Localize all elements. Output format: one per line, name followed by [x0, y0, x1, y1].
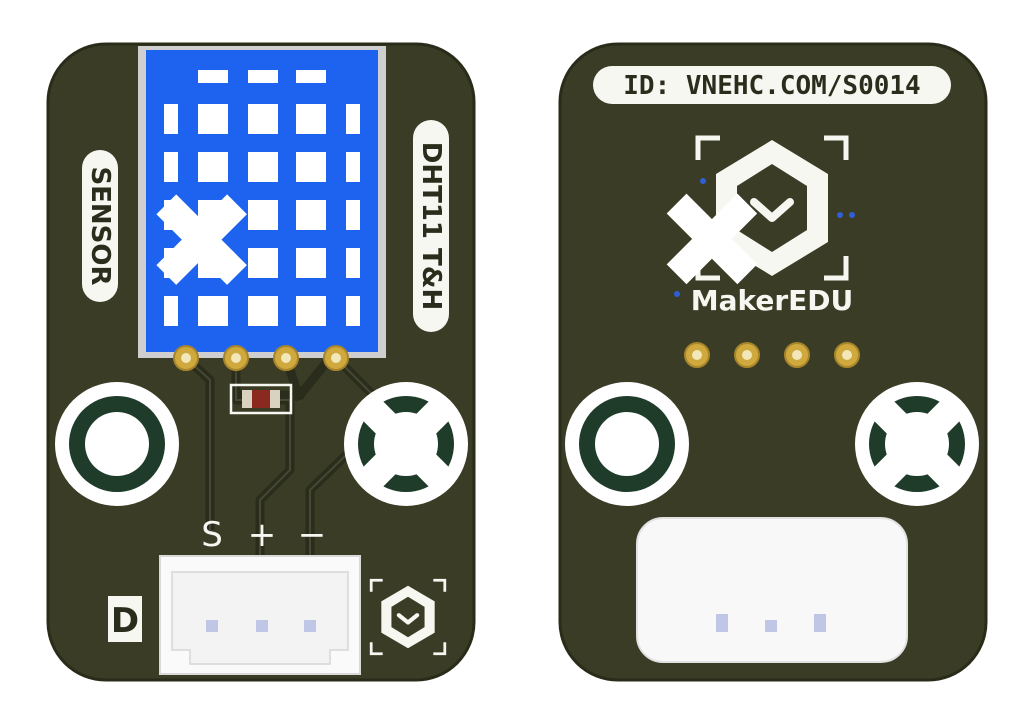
side-label: SENSOR: [85, 166, 115, 285]
vent-slot: [296, 104, 326, 134]
mounting-holes: [565, 193, 979, 506]
digital-badge: D: [108, 596, 142, 642]
vent-slot: [346, 248, 360, 278]
model-label: DHT11 T&H: [416, 142, 446, 310]
pad-hole: [281, 353, 291, 363]
pin-label-signal: S: [201, 515, 223, 555]
id-label: ID: VNEHC.COM/S0014: [623, 71, 920, 101]
mounting-hole-center: [85, 412, 149, 476]
vent-slot: [248, 200, 278, 230]
pad-hole: [331, 353, 341, 363]
vent-slot: [198, 152, 228, 182]
sensor-label-pill: SENSOR: [82, 150, 118, 302]
pad-hole: [842, 350, 852, 360]
vent-slot: [198, 70, 228, 83]
connector-back: [636, 517, 908, 663]
vent-slot: [346, 152, 360, 182]
back-board: ID: VNEHC.COM/S0014 MakerEDU: [558, 42, 988, 682]
jst-connector: [159, 555, 361, 675]
vent-slot: [198, 104, 228, 134]
pin-label-plus: +: [248, 515, 277, 555]
vent-slot: [296, 296, 326, 326]
pad-hole: [692, 350, 702, 360]
model-label-pill: DHT11 T&H: [413, 120, 449, 332]
vent-slot: [248, 296, 278, 326]
vent-slot: [248, 152, 278, 182]
pad-hole: [181, 353, 191, 363]
vent-slot: [346, 200, 360, 230]
pad-hole: [792, 350, 802, 360]
front-board: SENSOR DHT11 T&H S + − D: [46, 42, 476, 682]
mounting-hole-center: [374, 412, 438, 476]
vent-slot: [164, 152, 178, 182]
id-label-pill: ID: VNEHC.COM/S0014: [593, 66, 951, 104]
vent-slot: [296, 200, 326, 230]
pin-label-minus: −: [298, 515, 327, 555]
maker-logo-icon: [369, 578, 447, 656]
pad-hole: [231, 353, 241, 363]
vent-slot: [296, 152, 326, 182]
mounting-hole-center: [885, 412, 949, 476]
maker-logo-icon: [695, 135, 849, 281]
vent-slot: [296, 248, 326, 278]
header-pads: [684, 342, 860, 368]
pad-hole: [742, 350, 752, 360]
vent-slot: [248, 248, 278, 278]
vent-slot: [346, 296, 360, 326]
sensor-pins: [173, 345, 349, 371]
mounting-holes: [55, 194, 468, 506]
brand-label: MakerEDU: [691, 284, 854, 317]
mounting-hole-center: [595, 412, 659, 476]
vent-slot: [164, 296, 178, 326]
vent-slot: [296, 70, 326, 83]
vent-slot: [248, 70, 278, 83]
vent-slot: [198, 296, 228, 326]
ring-gap: [666, 193, 758, 285]
vent-slot: [346, 104, 360, 134]
smd-resistor: [229, 383, 293, 415]
corner-label: D: [111, 601, 139, 641]
vent-slot: [248, 104, 278, 134]
ring-gap: [156, 194, 247, 285]
vent-slot: [164, 104, 178, 134]
